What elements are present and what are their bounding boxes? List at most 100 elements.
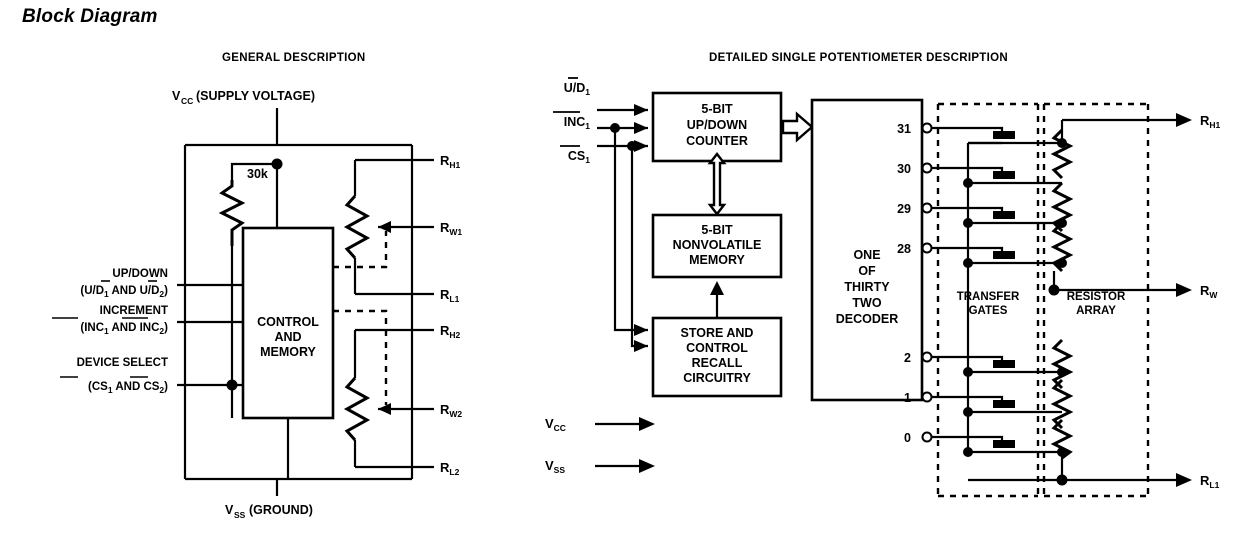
svg-text:CS1: CS1	[568, 149, 590, 165]
store-input-arrow-cs	[634, 340, 648, 352]
right-power-vcc: VCC	[545, 416, 655, 433]
decoder-tap-label-28: 28	[897, 242, 911, 256]
ladder-resistor-2	[1050, 338, 1074, 390]
transfer-gate-body-28[interactable]	[993, 251, 1015, 259]
transfer-gates-label-1: GATES	[969, 305, 1008, 317]
decoder-bubble-2	[921, 351, 933, 363]
rh1-output-arrowhead	[1176, 113, 1192, 127]
panel-title-left: GENERAL DESCRIPTION	[222, 52, 366, 64]
vss-label-sub: SS	[234, 510, 246, 520]
ladder-node-dot-28	[1057, 258, 1067, 268]
page-title: Block Diagram	[22, 6, 158, 27]
counter-input-arrow-cs	[634, 140, 648, 152]
vcc-label-base: V	[172, 89, 181, 103]
terminal-label-rl1: RL1	[440, 287, 460, 304]
ladder-resistor-0	[1050, 418, 1074, 460]
decoder-tap-label-29: 29	[897, 202, 911, 216]
store-input-arrow-inc	[634, 324, 648, 336]
decoder-tap-label-0: 0	[904, 431, 911, 445]
right-output-label-rl1: RL1	[1200, 473, 1220, 490]
decoder-block[interactable]	[810, 98, 924, 402]
right-power-vcc-arrowhead	[639, 417, 655, 431]
counter-line-0: 5-BIT	[701, 102, 733, 116]
vcc-supply-label: V CC (SUPPLY VOLTAGE)	[172, 89, 315, 106]
control-memory-block[interactable]	[241, 226, 335, 420]
ladder-node-dot-29	[1057, 218, 1067, 228]
transfer-gate-body-2[interactable]	[993, 360, 1015, 368]
store-line-2: RECALL	[692, 356, 743, 370]
pot1-resistor-symbol	[343, 195, 371, 259]
input-label-deviceselect-detail: (CS1 AND CS2)	[60, 376, 168, 395]
decoder-line-4: DECODER	[836, 312, 899, 326]
right-power-vss-arrowhead	[639, 459, 655, 473]
control-memory-line-2: MEMORY	[260, 345, 316, 359]
decoder-tap-label-1: 1	[904, 391, 911, 405]
input-label-increment-detail: (INC1 AND INC2)	[52, 317, 168, 336]
rl1-junction-dot	[1056, 474, 1068, 486]
right-input-label-updown: U/D1	[564, 77, 590, 97]
transfer-gate-body-30[interactable]	[993, 171, 1015, 179]
left-panel-schematic: V CC (SUPPLY VOLTAGE) V SS (GROUND) 30k …	[52, 89, 462, 520]
store-line-0: STORE AND	[681, 326, 754, 340]
svg-text:(INC1 AND INC2): (INC1 AND INC2)	[80, 322, 168, 336]
counter-memory-bidirectional-arrow	[707, 152, 727, 216]
memory-block[interactable]	[651, 213, 783, 279]
vss-supply-label: V SS (GROUND)	[225, 503, 313, 520]
memory-line-1: NONVOLATILE	[673, 238, 762, 252]
input-label-deviceselect: DEVICE SELECT (CS1 AND CS2)	[60, 357, 168, 395]
resistor-array-label-0: RESISTOR	[1067, 291, 1126, 303]
decoder-tap-label-30: 30	[897, 162, 911, 176]
transfer-gate-body-0[interactable]	[993, 440, 1015, 448]
panel-title-right: DETAILED SINGLE POTENTIOMETER DESCRIPTIO…	[709, 52, 1008, 64]
right-panel-schematic: U/D1 INC1 CS1 5-BIT UP/DOWN COUNTER	[545, 77, 1221, 498]
input-label-increment-name: INCREMENT	[100, 305, 168, 317]
input-label-deviceselect-name: DEVICE SELECT	[77, 357, 168, 369]
transfer-gate-body-31[interactable]	[993, 131, 1015, 139]
input-label-increment: INCREMENT (INC1 AND INC2)	[52, 305, 168, 336]
counter-input-arrow-inc	[634, 122, 648, 134]
vss-label-rest: (GROUND)	[249, 503, 313, 517]
resistor-30k-symbol	[218, 180, 246, 246]
store-line-3: CIRCUITRY	[683, 371, 751, 385]
pot1-control-dashed-link	[333, 231, 388, 269]
decoder-line-0: ONE	[853, 248, 880, 262]
counter-to-decoder-arrow	[781, 111, 814, 143]
memory-line-2: MEMORY	[689, 253, 745, 267]
decoder-line-2: THIRTY	[844, 280, 890, 294]
right-output-label-rw: RW	[1200, 283, 1218, 300]
store-line-1: CONTROL	[686, 341, 748, 355]
store-block[interactable]	[651, 316, 783, 398]
control-memory-line-0: CONTROL	[257, 315, 319, 329]
counter-line-1: UP/DOWN	[687, 118, 747, 132]
deviceselect-junction-dot	[226, 379, 238, 391]
pot2-resistor-symbol	[343, 377, 371, 441]
decoder-bubble-1	[921, 391, 933, 403]
counter-input-arrow-updown	[634, 104, 648, 116]
ladder-node-dot-2	[1057, 367, 1067, 377]
input-label-updown-name: UP/DOWN	[112, 268, 168, 280]
pot2-wiper-arrowhead	[378, 403, 391, 415]
terminal-label-rw1: RW1	[440, 220, 462, 237]
counter-block[interactable]	[651, 91, 783, 163]
potentiometer-1	[333, 158, 412, 296]
ladder-resistor-30	[1050, 181, 1074, 233]
terminal-label-rh1: RH1	[440, 153, 461, 170]
transfer-gate-body-29[interactable]	[993, 211, 1015, 219]
resistor-array-label-1: ARRAY	[1076, 305, 1116, 317]
right-output-label-rh1: RH1	[1200, 113, 1221, 130]
decoder-line-3: TWO	[852, 296, 881, 310]
decoder-bubble-28	[921, 242, 933, 254]
pullup-branch-line	[230, 162, 277, 180]
decoder-bubble-31	[921, 122, 933, 134]
transfer-gate-body-1[interactable]	[993, 400, 1015, 408]
control-memory-line-1: AND	[274, 330, 301, 344]
rl1-output-arrowhead	[1176, 473, 1192, 487]
gate-control-line-31	[932, 126, 1004, 138]
ladder-resistor-1	[1050, 378, 1074, 430]
decoder-line-1: OF	[858, 264, 876, 278]
right-input-label-inc: INC1	[553, 111, 591, 131]
svg-text:INC1: INC1	[564, 115, 591, 131]
pot1-wiper-arrowhead	[378, 221, 391, 233]
input-label-updown-detail: (U/D1 AND U/D2)	[80, 280, 168, 299]
